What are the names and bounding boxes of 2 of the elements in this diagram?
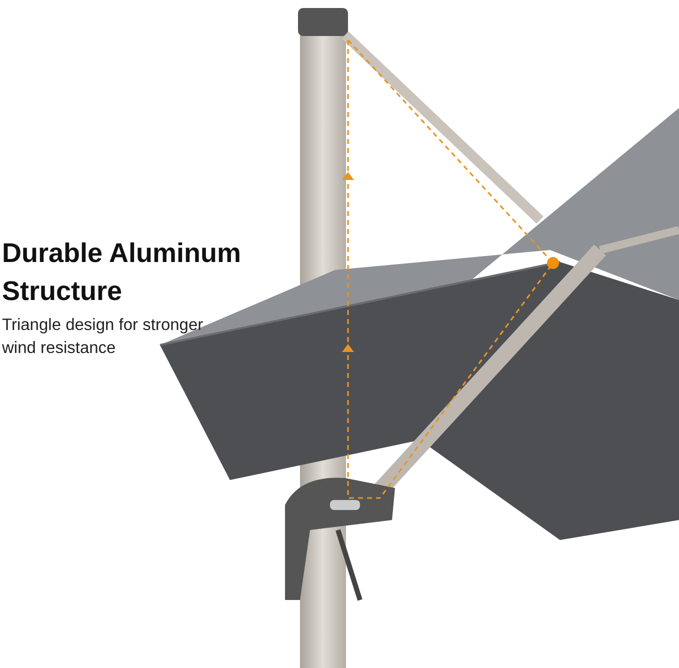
description-text: Triangle design for stronger wind resistance [2,315,204,359]
heading: Durable Aluminum Structure [2,237,242,308]
